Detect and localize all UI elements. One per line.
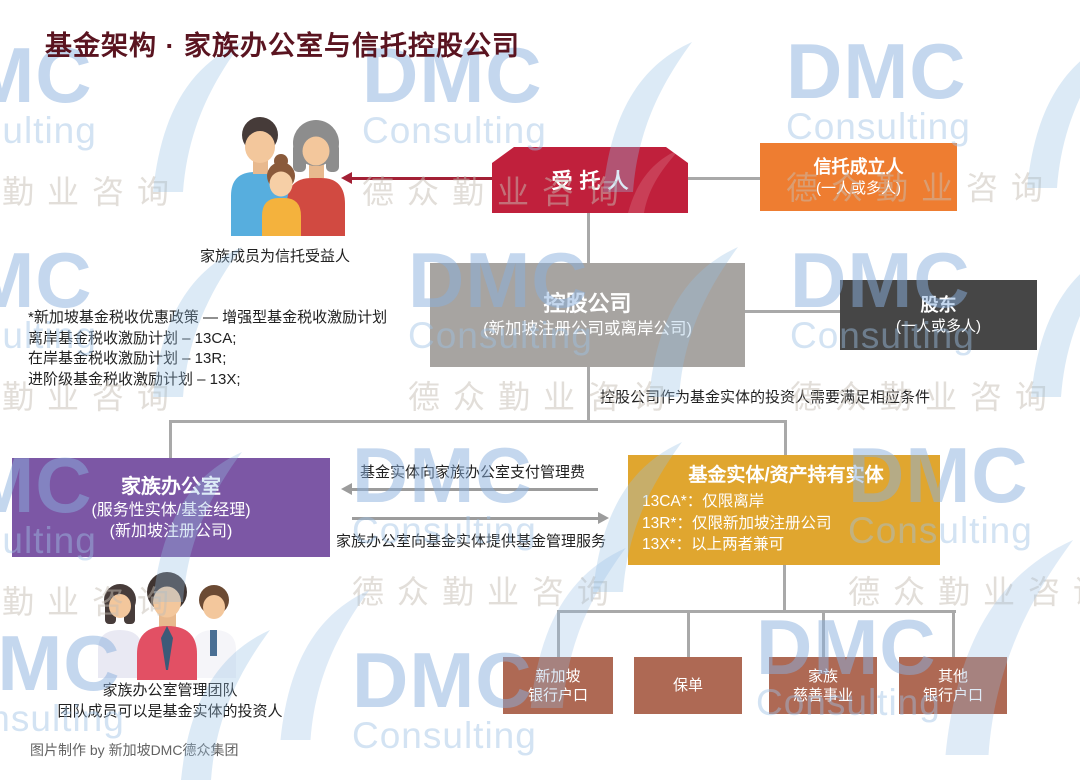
consulting-watermark-text: Consulting: [362, 109, 547, 151]
family-office-subtitle-2: (新加坡注册公司): [109, 522, 233, 540]
chinese-watermark-text: 德众勤业咨询: [352, 573, 623, 610]
connector-drop-fund-entity: [784, 420, 787, 455]
team-caption-line-2: 团队成员可以是基金实体的投资人: [57, 703, 283, 720]
connector-holding-shareholder: [745, 310, 840, 313]
chinese-watermark-text: 德众勤业咨询: [848, 573, 1080, 610]
asset-label-line: 慈善事业: [792, 686, 853, 704]
fund-entity-line-13ca: 13CA*：仅限离岸: [642, 493, 765, 510]
holding-subtitle: (新加坡注册公司或离岸公司): [483, 319, 692, 338]
node-holding-company: 控股公司 (新加坡注册公司或离岸公司): [430, 263, 745, 367]
dmc-watermark-text: DMC: [786, 27, 967, 115]
tax-note-line: 进阶级基金税收激励计划 – 13X;: [28, 370, 241, 388]
connector-drop-asset-1: [557, 610, 560, 657]
fee-flow-label: 基金实体向家族办公室支付管理费: [360, 464, 586, 481]
shareholder-title: 股东: [920, 295, 957, 315]
fund-entity-title: 基金实体/资产持有实体: [688, 465, 884, 486]
node-trustee: 受托人: [492, 147, 688, 213]
service-flow-label: 家族办公室向基金实体提供基金管理服务: [336, 533, 607, 550]
connector-drop-asset-4: [952, 610, 955, 657]
asset-label-line: 保单: [672, 677, 703, 694]
asset-label-line: 银行户口: [922, 686, 983, 704]
connector-trustee-holding: [587, 213, 590, 263]
connector-drop-family-office: [169, 420, 172, 458]
team-caption: 家族办公室管理团队 团队成员可以是基金实体的投资人: [30, 680, 310, 722]
node-settlor: 信托成立人 (一人或多人): [760, 143, 957, 211]
connector-fund-down: [783, 565, 786, 612]
fund-entity-line-13x: 13X*：以上两者兼可: [642, 536, 785, 553]
node-family-office: 家族办公室 (服务性实体/基金经理) (新加坡注册公司): [12, 458, 330, 557]
tax-note-line: *新加坡基金税收优惠政策 — 增强型基金税收激励计划: [28, 309, 388, 326]
arrow-trustee-to-family: [341, 172, 492, 184]
team-icon: [98, 572, 236, 680]
tax-note-line: 离岸基金税收激励计划 – 13CA;: [28, 329, 237, 347]
family-office-title: 家族办公室: [121, 475, 221, 498]
connector-drop-asset-2: [687, 610, 690, 657]
asset-label-line: 家族: [807, 667, 838, 685]
arrow-service-to-fund: [352, 512, 609, 524]
consulting-watermark-text: Consulting: [352, 714, 537, 756]
shareholder-subtitle: (一人或多人): [896, 318, 981, 335]
page-title: 基金架构 · 家族办公室与信托控股公司: [45, 31, 520, 61]
trustee-swoosh-icon: [610, 147, 680, 213]
connector-assets-horizontal: [557, 610, 956, 613]
tax-note-line: 在岸基金税收激励计划 – 13R;: [28, 350, 227, 367]
node-fund-entity: 基金实体/资产持有实体 13CA*：仅限离岸 13R*：仅限新加坡注册公司 13…: [628, 455, 940, 565]
asset-label-line: 新加坡: [535, 667, 581, 685]
swoosh-icon: [1027, 61, 1080, 188]
node-shareholder: 股东 (一人或多人): [840, 280, 1037, 350]
asset-label-line: 银行户口: [527, 686, 588, 704]
settlor-subtitle: (一人或多人): [816, 180, 901, 197]
node-asset-other-bank: 其他 银行户口: [899, 657, 1007, 714]
settlor-title: 信托成立人: [813, 157, 904, 177]
node-asset-policy: 保单: [634, 657, 742, 714]
arrow-fee-to-family-office: [341, 483, 598, 495]
connector-branch-horizontal: [169, 420, 787, 423]
consulting-watermark-text: Consulting: [786, 105, 971, 147]
connector-holding-down: [587, 367, 590, 423]
trustee-label: 受托人: [551, 170, 636, 193]
tax-note: *新加坡基金税收优惠政策 — 增强型基金税收激励计划 离岸基金税收激励计划 – …: [28, 308, 387, 390]
footer-credit: 图片制作 by 新加坡DMC德众集团: [30, 742, 239, 758]
family-icon: [231, 117, 345, 236]
family-caption: 家族成员为信托受益人: [200, 248, 351, 265]
node-asset-sg-bank: 新加坡 银行户口: [503, 657, 613, 714]
team-caption-line-1: 家族办公室管理团队: [102, 682, 238, 699]
holding-title: 控股公司: [543, 290, 632, 316]
fund-entity-line-13r: 13R*：仅限新加坡注册公司: [642, 514, 832, 532]
node-asset-charity: 家族 慈善事业: [769, 657, 877, 714]
family-office-subtitle-1: (服务性实体/基金经理): [91, 501, 251, 519]
asset-label-line: 其他: [937, 667, 968, 685]
connector-trustee-settlor: [688, 177, 760, 180]
holding-condition-note: 控股公司作为基金实体的投资人需要满足相应条件: [600, 389, 931, 406]
connector-drop-asset-3: [822, 610, 825, 657]
